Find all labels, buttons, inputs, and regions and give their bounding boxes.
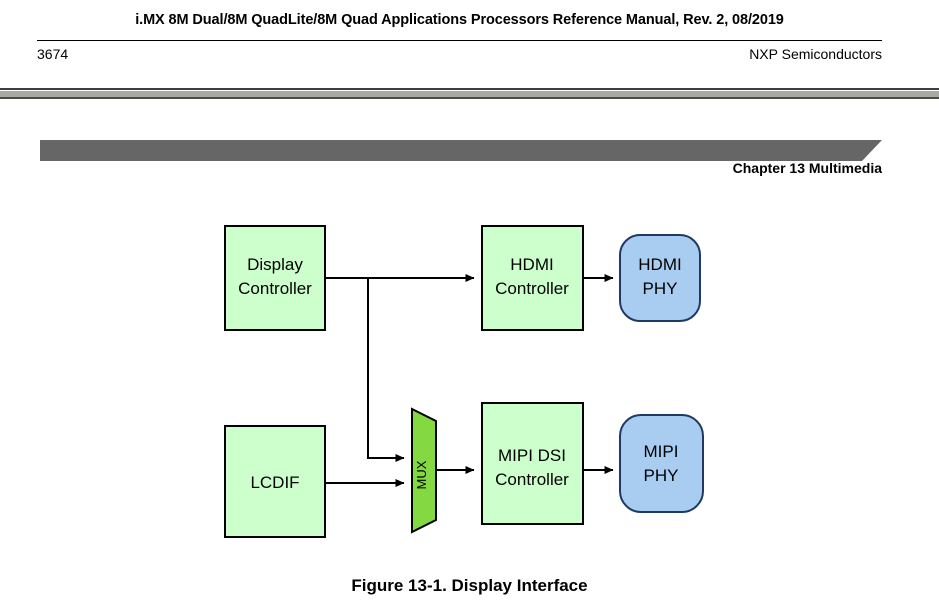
header-divider xyxy=(37,40,882,41)
block-mipi-dsi-controller-label-line2: Controller xyxy=(495,470,569,489)
chapter-banner xyxy=(40,140,882,161)
block-display-controller[interactable]: Display Controller xyxy=(224,225,326,331)
page-header-title: i.MX 8M Dual/8M QuadLite/8M Quad Applica… xyxy=(135,12,784,28)
block-mipi-phy-label-line1: MIPI xyxy=(644,442,679,461)
block-mux-label: MUX xyxy=(414,460,429,489)
block-hdmi-controller[interactable]: HDMI Controller xyxy=(481,225,584,331)
block-hdmi-phy[interactable]: HDMI PHY xyxy=(619,234,701,322)
block-mipi-phy-label-line2: PHY xyxy=(644,466,679,485)
block-display-controller-label-line1: Display xyxy=(247,255,303,274)
block-mipi-dsi-controller[interactable]: MIPI DSI Controller xyxy=(481,402,584,525)
block-hdmi-phy-label-line2: PHY xyxy=(643,279,678,298)
block-hdmi-controller-label-line1: HDMI xyxy=(510,255,553,274)
company-name: NXP Semiconductors xyxy=(749,46,882,62)
block-mipi-dsi-controller-label-line1: MIPI DSI xyxy=(498,446,566,465)
figure-caption: Figure 13-1. Display Interface xyxy=(351,576,588,595)
block-mux[interactable]: MUX xyxy=(411,407,437,534)
block-lcdif[interactable]: LCDIF xyxy=(224,425,326,538)
connection-display-controller-to-mux xyxy=(367,278,405,462)
block-lcdif-label: LCDIF xyxy=(250,473,299,492)
block-mipi-phy[interactable]: MIPI PHY xyxy=(619,414,704,513)
gray-rule-bottom-line xyxy=(0,97,939,99)
block-hdmi-controller-label-line2: Controller xyxy=(495,279,569,298)
page-number: 3674 xyxy=(37,46,69,62)
display-interface-diagram: Display Controller HDMI Controller HDMI … xyxy=(0,190,939,560)
header-gray-rule xyxy=(0,88,939,100)
gray-rule-top-line xyxy=(0,88,939,90)
gray-rule-fill xyxy=(0,91,939,97)
block-hdmi-phy-label-line1: HDMI xyxy=(638,255,681,274)
block-display-controller-label-line2: Controller xyxy=(238,279,312,298)
chapter-label: Chapter 13 Multimedia xyxy=(732,160,882,176)
